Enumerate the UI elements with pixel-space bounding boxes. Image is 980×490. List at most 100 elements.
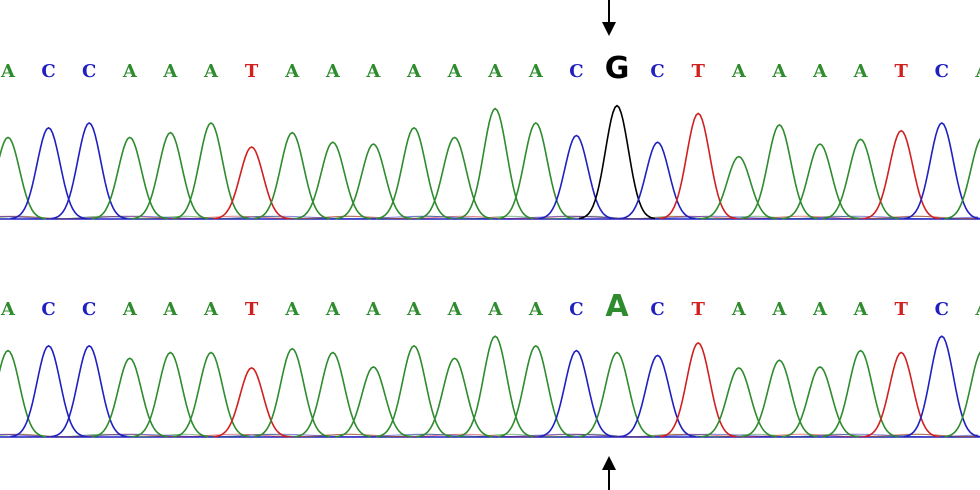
base-label-top-2: C [82, 61, 96, 82]
base-label-bottom-24: A [974, 299, 980, 320]
arrow-down-icon [602, 22, 616, 36]
peak-bottom-4 [132, 351, 209, 438]
track-bottom: ACCAAATAAAAAAACACTAAAATCA [0, 289, 980, 490]
peak-bottom-1 [10, 344, 87, 438]
peak-bottom-5 [172, 351, 250, 438]
peak-bottom-3 [91, 357, 168, 438]
peak-top-19 [741, 123, 818, 220]
peak-top-12 [457, 107, 534, 220]
base-label-bottom-10: A [406, 299, 422, 320]
base-label-bottom-8: A [325, 299, 341, 320]
base-label-top-8: A [325, 61, 341, 82]
base-label-bottom-6: T [245, 299, 259, 320]
base-label-top-3: A [122, 61, 138, 82]
peak-top-13 [497, 122, 574, 220]
base-label-bottom-20: A [812, 299, 828, 320]
base-label-bottom-13: A [528, 299, 544, 320]
peak-top-17 [660, 112, 737, 220]
peak-bottom-9 [335, 365, 412, 438]
arrow-up-icon [602, 456, 616, 470]
peak-bottom-11 [416, 357, 493, 438]
base-label-bottom-23: C [935, 299, 949, 320]
base-label-bottom-18: A [731, 299, 747, 320]
base-label-top-16: C [650, 61, 664, 82]
base-label-top-7: A [284, 61, 300, 82]
peak-bottom-2 [51, 344, 128, 438]
base-label-bottom-19: A [771, 299, 787, 320]
base-label-top-4: A [162, 61, 178, 82]
peak-top-18 [700, 155, 777, 220]
base-label-top-6: T [245, 61, 259, 82]
base-label-top-18: A [731, 61, 747, 82]
peak-bottom-22 [863, 351, 940, 438]
peak-top-14 [538, 134, 615, 220]
base-label-bottom-1: C [41, 299, 55, 320]
base-label-top-5: A [203, 61, 219, 82]
peak-bottom-21 [822, 349, 899, 438]
base-label-top-10: A [406, 61, 422, 82]
base-label-top-19: A [771, 61, 787, 82]
base-label-bottom-16: C [650, 299, 664, 320]
peak-top-20 [781, 143, 859, 220]
peak-top-6 [213, 146, 290, 220]
peak-top-10 [375, 126, 453, 220]
base-label-bottom-15: A [605, 289, 629, 324]
peak-bottom-18 [700, 367, 777, 438]
base-label-bottom-21: A [853, 299, 869, 320]
peak-top-15 [578, 104, 656, 220]
base-label-top-1: C [41, 61, 55, 82]
base-label-top-9: A [365, 61, 381, 82]
base-label-bottom-14: C [569, 299, 583, 320]
peak-bottom-20 [781, 365, 859, 438]
peak-top-7 [254, 131, 331, 220]
peak-bottom-16 [619, 354, 696, 438]
peak-top-3 [91, 136, 168, 220]
base-label-top-11: A [447, 61, 463, 82]
peak-bottom-14 [538, 349, 615, 438]
peak-bottom-0 [0, 349, 47, 438]
peak-top-21 [822, 138, 899, 220]
base-label-bottom-11: A [447, 299, 463, 320]
peak-bottom-23 [903, 335, 980, 438]
base-label-top-20: A [812, 61, 828, 82]
peak-top-16 [619, 141, 696, 220]
base-label-bottom-7: A [284, 299, 300, 320]
base-label-bottom-4: A [162, 299, 178, 320]
base-label-top-17: T [691, 61, 705, 82]
peak-top-0 [0, 136, 47, 220]
base-label-top-12: A [487, 61, 503, 82]
peak-top-4 [132, 131, 209, 220]
base-label-top-24: A [974, 61, 980, 82]
peak-bottom-19 [741, 359, 818, 438]
peak-top-1 [10, 126, 87, 220]
base-label-bottom-2: C [82, 299, 96, 320]
peak-bottom-8 [294, 351, 371, 438]
base-label-top-14: C [569, 61, 583, 82]
base-label-top-23: C [935, 61, 949, 82]
base-label-bottom-12: A [487, 299, 503, 320]
peak-bottom-6 [213, 367, 290, 438]
base-label-top-22: T [894, 61, 908, 82]
peak-bottom-7 [254, 347, 331, 438]
peak-top-22 [863, 129, 940, 220]
peak-top-2 [51, 122, 128, 220]
peak-bottom-13 [497, 344, 574, 438]
peak-top-24 [944, 137, 980, 220]
peak-top-23 [903, 122, 980, 220]
base-label-bottom-22: T [894, 299, 908, 320]
base-label-bottom-0: A [0, 299, 16, 320]
base-label-top-21: A [853, 61, 869, 82]
base-label-bottom-9: A [365, 299, 381, 320]
peak-top-9 [335, 143, 412, 220]
peak-top-5 [172, 122, 250, 220]
peak-bottom-17 [660, 341, 737, 438]
base-label-top-15: G [605, 51, 630, 86]
peak-bottom-12 [457, 335, 534, 438]
base-label-bottom-17: T [691, 299, 705, 320]
peak-bottom-15 [578, 351, 656, 438]
base-label-bottom-3: A [122, 299, 138, 320]
base-label-top-13: A [528, 61, 544, 82]
